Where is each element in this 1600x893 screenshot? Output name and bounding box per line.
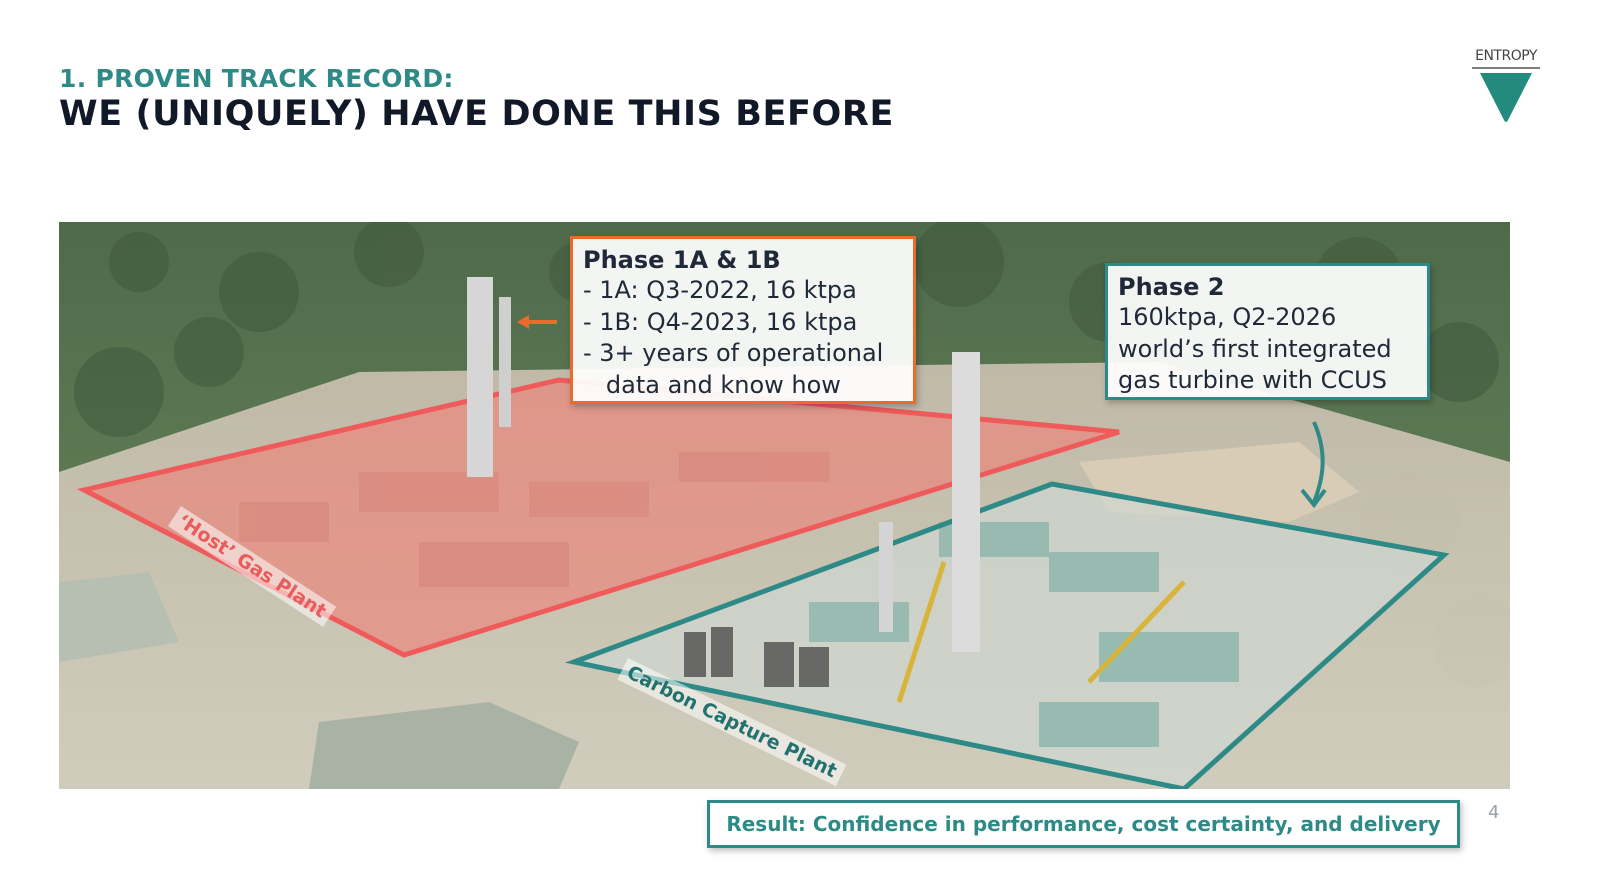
phase1-line: data and know how: [583, 370, 841, 399]
phase1-heading: Phase 1A & 1B: [583, 246, 781, 274]
logo-text: ENTROPY: [1475, 48, 1537, 64]
phase1-line: - 1A: Q3-2022, 16 ktpa: [583, 276, 857, 304]
slide-title: WE (UNIQUELY) HAVE DONE THIS BEFORE: [59, 94, 894, 134]
result-banner: Result: Confidence in performance, cost …: [707, 800, 1460, 848]
funnel-drop-icon: [1472, 67, 1540, 122]
phase2-heading: Phase 2: [1118, 273, 1225, 301]
phase1-callout: Phase 1A & 1B - 1A: Q3-2022, 16 ktpa - 1…: [570, 236, 916, 404]
entropy-logo: ENTROPY: [1466, 48, 1546, 128]
phase2-line: gas turbine with CCUS: [1118, 366, 1387, 394]
phase1-line: - 1B: Q4-2023, 16 ktpa: [583, 307, 858, 336]
section-eyebrow: 1. PROVEN TRACK RECORD:: [59, 64, 454, 93]
phase2-line: world’s first integrated: [1118, 334, 1392, 363]
phase2-line: 160ktpa, Q2-2026: [1118, 303, 1337, 331]
phase1-line: - 3+ years of operational: [583, 339, 884, 367]
phase2-callout: Phase 2 160ktpa, Q2-2026 world’s first i…: [1105, 263, 1430, 400]
page-number: 4: [1488, 802, 1500, 823]
